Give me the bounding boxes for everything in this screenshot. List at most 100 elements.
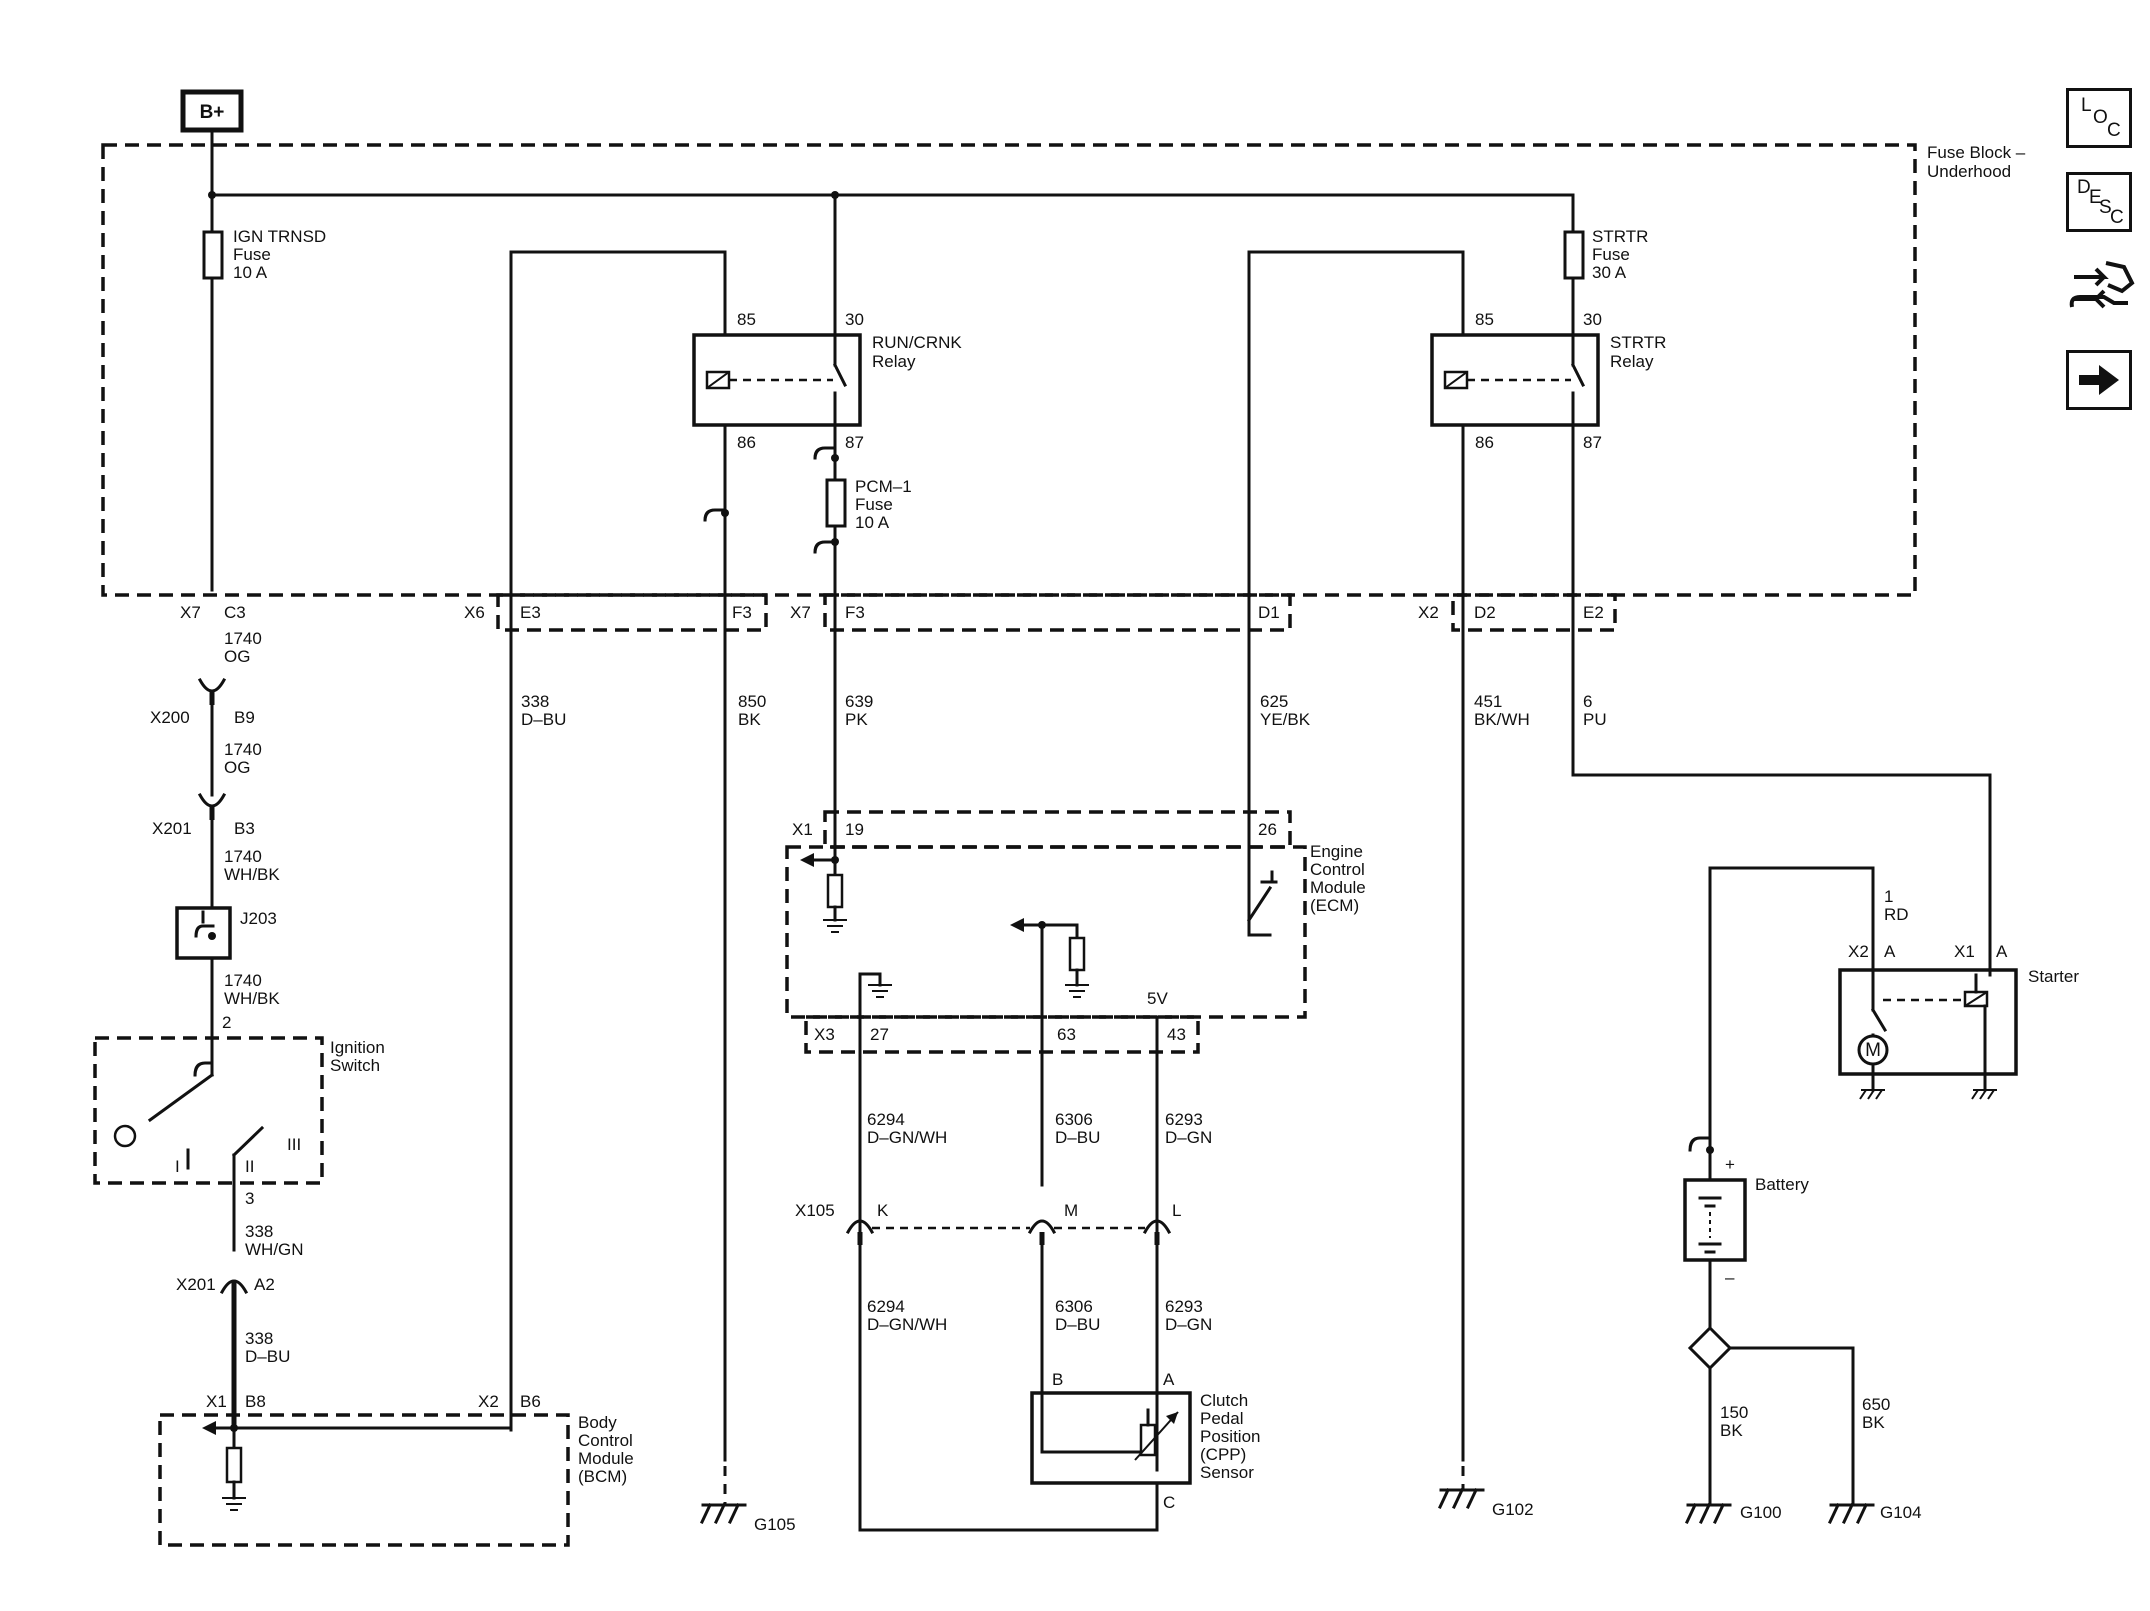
fuse-block-title: Fuse Block –: [1927, 143, 2026, 162]
svg-text:5V: 5V: [1147, 989, 1168, 1008]
svg-text:Module: Module: [578, 1449, 634, 1468]
desc-button[interactable]: D E S C: [2066, 172, 2132, 232]
svg-text:WH/BK: WH/BK: [224, 865, 280, 884]
fuse-block-connector-labels: X7 C3 X6 E3 F3 X7 F3 D1 X2 D2 E2: [180, 603, 1604, 622]
wire-625: 625 YE/BK: [1260, 692, 1311, 729]
svg-text:E: E: [2089, 187, 2102, 208]
svg-text:PCM–1: PCM–1: [855, 477, 912, 496]
svg-text:Battery: Battery: [1755, 1175, 1809, 1194]
svg-text:WH/BK: WH/BK: [224, 989, 280, 1008]
svg-text:86: 86: [1475, 433, 1494, 452]
svg-text:B8: B8: [245, 1392, 266, 1411]
svg-text:150: 150: [1720, 1403, 1748, 1422]
svg-text:X105: X105: [795, 1201, 835, 1220]
svg-text:PK: PK: [845, 710, 868, 729]
svg-text:850: 850: [738, 692, 766, 711]
svg-text:338: 338: [245, 1222, 273, 1241]
svg-text:639: 639: [845, 692, 873, 711]
svg-text:S: S: [2099, 197, 2112, 218]
svg-text:Ignition: Ignition: [330, 1038, 385, 1057]
svg-text:6293: 6293: [1165, 1110, 1203, 1129]
loc-button[interactable]: L O C: [2066, 88, 2132, 148]
svg-text:6293: 6293: [1165, 1297, 1203, 1316]
svg-text:26: 26: [1258, 820, 1277, 839]
svg-text:85: 85: [1475, 310, 1494, 329]
engine-control-module: X1 19 26 Engine Control Module (ECM): [785, 810, 1366, 1532]
connector-button[interactable]: [2066, 255, 2136, 325]
svg-text:A: A: [1884, 942, 1896, 961]
svg-text:Body: Body: [578, 1413, 617, 1432]
ground-g105-circuit: 850 BK G105: [700, 692, 796, 1534]
strtr-fuse: STRTR Fuse 30 A: [1563, 193, 1648, 337]
svg-text:1740: 1740: [224, 740, 262, 759]
svg-text:30: 30: [1583, 310, 1602, 329]
svg-text:Relay: Relay: [1610, 352, 1654, 371]
ground-g100: G100: [1685, 1503, 1782, 1524]
svg-text:A2: A2: [254, 1275, 275, 1294]
svg-text:Sensor: Sensor: [1200, 1463, 1254, 1482]
connector-wrench-icon: [2069, 261, 2135, 309]
svg-text:27: 27: [870, 1025, 889, 1044]
svg-text:(CPP): (CPP): [1200, 1445, 1246, 1464]
svg-text:Pedal: Pedal: [1200, 1409, 1243, 1428]
svg-text:63: 63: [1057, 1025, 1076, 1044]
ign-trnsd-fuse: IGN TRNSD Fuse 10 A: [202, 193, 326, 592]
svg-text:X1: X1: [1954, 942, 1975, 961]
svg-text:III: III: [287, 1135, 301, 1154]
svg-text:Fuse: Fuse: [233, 245, 271, 264]
svg-text:43: 43: [1167, 1025, 1186, 1044]
svg-text:Starter: Starter: [2028, 967, 2079, 986]
svg-text:Fuse: Fuse: [1592, 245, 1630, 264]
ignition-feed-wires: 1740 OG X200 B9 1740 OG X201 B3 1740 WH/…: [150, 629, 280, 1022]
svg-text:D–GN: D–GN: [1165, 1128, 1212, 1147]
svg-text:Clutch: Clutch: [1200, 1391, 1248, 1410]
strtr-relay: 85 30 86 87 STRTR Relay: [1430, 250, 1666, 452]
svg-text:B6: B6: [520, 1392, 541, 1411]
svg-text:C3: C3: [224, 603, 246, 622]
svg-text:87: 87: [845, 433, 864, 452]
body-control-module: X1 B8 X2 B6 Body Control Module (BCM): [158, 1392, 634, 1547]
svg-text:Position: Position: [1200, 1427, 1260, 1446]
svg-text:D–BU: D–BU: [1055, 1315, 1100, 1334]
svg-text:X1: X1: [792, 820, 813, 839]
svg-text:19: 19: [845, 820, 864, 839]
svg-text:BK/WH: BK/WH: [1474, 710, 1530, 729]
fuse-block-title-2: Underhood: [1927, 162, 2011, 181]
svg-text:E2: E2: [1583, 603, 1604, 622]
svg-text:D2: D2: [1474, 603, 1496, 622]
svg-text:B: B: [1052, 1370, 1063, 1389]
svg-text:C: C: [1163, 1493, 1175, 1512]
next-button[interactable]: [2066, 350, 2132, 410]
svg-text:OG: OG: [224, 758, 250, 777]
starter: Starter X2 A X1 A 1 RD M: [1708, 866, 2079, 1182]
svg-text:10 A: 10 A: [233, 263, 268, 282]
svg-text:86: 86: [737, 433, 756, 452]
svg-text:D: D: [2077, 177, 2091, 198]
svg-text:X3: X3: [814, 1025, 835, 1044]
bcm-feed-wires: 338 WH/GN X201 A2 338 D–BU 338 D–BU: [176, 250, 566, 1430]
svg-text:B9: B9: [234, 708, 255, 727]
svg-text:Control: Control: [578, 1431, 633, 1450]
svg-text:BK: BK: [1720, 1421, 1743, 1440]
svg-text:YE/BK: YE/BK: [1260, 710, 1311, 729]
svg-text:D–BU: D–BU: [245, 1347, 290, 1366]
wire-6: 6 PU: [1583, 692, 1607, 729]
arrow-right-icon: [2079, 365, 2119, 395]
svg-text:C: C: [2107, 120, 2121, 141]
svg-text:X2: X2: [1848, 942, 1869, 961]
svg-text:X201: X201: [176, 1275, 216, 1294]
svg-text:1740: 1740: [224, 629, 262, 648]
svg-text:Fuse: Fuse: [855, 495, 893, 514]
svg-text:M: M: [1064, 1201, 1078, 1220]
svg-text:Switch: Switch: [330, 1056, 380, 1075]
svg-text:RD: RD: [1884, 905, 1909, 924]
svg-text:338: 338: [521, 692, 549, 711]
svg-text:6: 6: [1583, 692, 1592, 711]
svg-text:F3: F3: [845, 603, 865, 622]
svg-text:L: L: [2081, 95, 2092, 116]
svg-text:1: 1: [1884, 887, 1893, 906]
svg-text:–: –: [1725, 1268, 1735, 1287]
svg-text:F3: F3: [732, 603, 752, 622]
svg-text:6294: 6294: [867, 1110, 905, 1129]
svg-text:B3: B3: [234, 819, 255, 838]
